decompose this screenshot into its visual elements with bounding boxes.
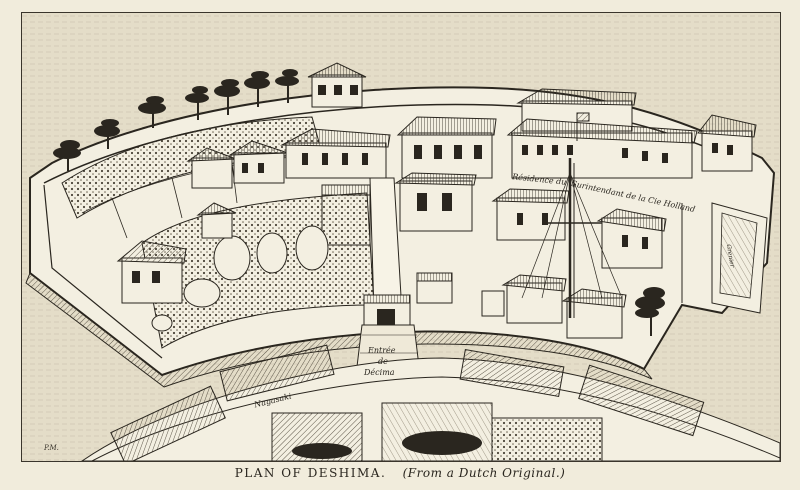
walled-garden [141, 192, 375, 349]
figure-caption: PLAN OF DESHIMA. (From a Dutch Original.… [0, 466, 800, 480]
engraving-frame: Résidence du Surintendant de la Cie Holl… [21, 12, 781, 462]
right-warehouses [416, 188, 667, 339]
pine-trees [53, 69, 299, 171]
engraver-signature: P.M. [44, 444, 59, 452]
entree-label-line3: Décima [364, 368, 395, 377]
entree-label-line1: Entrée [368, 346, 396, 355]
warehouse-top [307, 62, 367, 108]
residence-complex [506, 88, 757, 179]
right-tree [635, 287, 665, 336]
garden-house [116, 202, 237, 304]
flagpole-mast [521, 158, 623, 318]
entree-label-line2: de [378, 357, 388, 366]
nagasaki-shore [81, 344, 780, 461]
deshima-engraving [22, 13, 780, 461]
caption-title: PLAN OF DESHIMA. [234, 466, 387, 480]
central-buildings [186, 116, 497, 189]
right-quay [681, 202, 768, 314]
caption-source: (From a Dutch Original.) [402, 466, 566, 480]
